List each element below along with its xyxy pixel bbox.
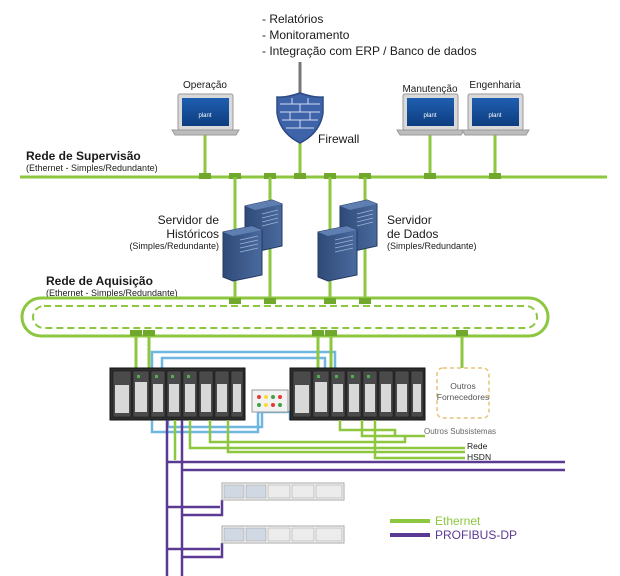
- legend: Ethernet PROFIBUS-DP: [390, 514, 517, 542]
- other-vendors-box[interactable]: [436, 367, 490, 419]
- svg-text:(Simples/Redundante): (Simples/Redundante): [387, 241, 477, 251]
- hsdn-label: HSDN: [467, 452, 491, 462]
- top-list-item: - Relatórios: [262, 12, 323, 26]
- remote-io-row-1[interactable]: [221, 482, 345, 501]
- laptop-manutencao[interactable]: plant: [396, 93, 465, 136]
- legend-label-ethernet: Ethernet: [435, 514, 481, 528]
- profibus-buses: [165, 420, 565, 576]
- controller-rack-1[interactable]: [109, 367, 246, 421]
- rack-ethernet-drops: [134, 336, 464, 368]
- top-list-item: - Integração com ERP / Banco de dados: [262, 44, 477, 58]
- top-list-item: - Monitoramento: [262, 28, 350, 42]
- historian-server-label: Servidor de Históricos (Simples/Redundan…: [129, 213, 219, 251]
- bus-connectors: [199, 173, 501, 179]
- firewall-label: Firewall: [318, 132, 359, 146]
- other-subsystems-label: Outros Subsistemas: [424, 427, 496, 436]
- station-label-manutencao: Manutenção: [402, 84, 457, 95]
- svg-text:Históricos: Históricos: [166, 227, 219, 241]
- historian-server-icon[interactable]: [222, 199, 283, 282]
- laptop-operacao[interactable]: plant: [171, 93, 240, 136]
- remote-io-row-2[interactable]: [221, 525, 345, 544]
- svg-text:Outros: Outros: [450, 381, 476, 391]
- subsystem-links: [173, 420, 465, 460]
- legend-label-profibus: PROFIBUS-DP: [435, 528, 517, 542]
- svg-text:plant: plant: [198, 113, 211, 119]
- svg-text:(Simples/Redundante): (Simples/Redundante): [129, 241, 219, 251]
- svg-text:plant: plant: [488, 113, 501, 119]
- svg-text:Servidor de: Servidor de: [158, 213, 220, 227]
- supervision-network-title: Rede de Supervisão: [26, 149, 141, 163]
- acquisition-ring-outer: [20, 296, 550, 338]
- firewall-shield-icon[interactable]: [276, 92, 324, 144]
- other-vendors-label: Outros Fornecedores: [437, 381, 489, 402]
- ring-connectors: [130, 298, 468, 336]
- laptop-engenharia[interactable]: plant: [461, 93, 530, 136]
- data-server-label: Servidor de Dados (Simples/Redundante): [387, 213, 477, 251]
- svg-text:Fornecedores: Fornecedores: [437, 392, 489, 402]
- station-label-engenharia: Engenharia: [469, 80, 521, 91]
- acquisition-ring-inner: [32, 305, 538, 329]
- redundancy-switch[interactable]: [251, 389, 289, 413]
- acquisition-network-subtitle: (Ethernet - Simples/Redundante): [46, 288, 178, 298]
- controller-rack-2[interactable]: [289, 367, 426, 421]
- data-server-icon[interactable]: [317, 199, 378, 282]
- rede-label: Rede: [467, 441, 488, 451]
- svg-text:plant: plant: [423, 113, 436, 119]
- svg-text:Servidor: Servidor: [387, 213, 432, 227]
- acquisition-network-title: Rede de Aquisição: [46, 274, 153, 288]
- top-function-list: - Relatórios - Monitoramento - Integraçã…: [262, 12, 477, 58]
- svg-text:de Dados: de Dados: [387, 227, 438, 241]
- supervision-network-subtitle: (Ethernet - Simples/Redundante): [26, 163, 158, 173]
- station-label-operacao: Operação: [183, 80, 227, 91]
- station-drops: [203, 134, 497, 177]
